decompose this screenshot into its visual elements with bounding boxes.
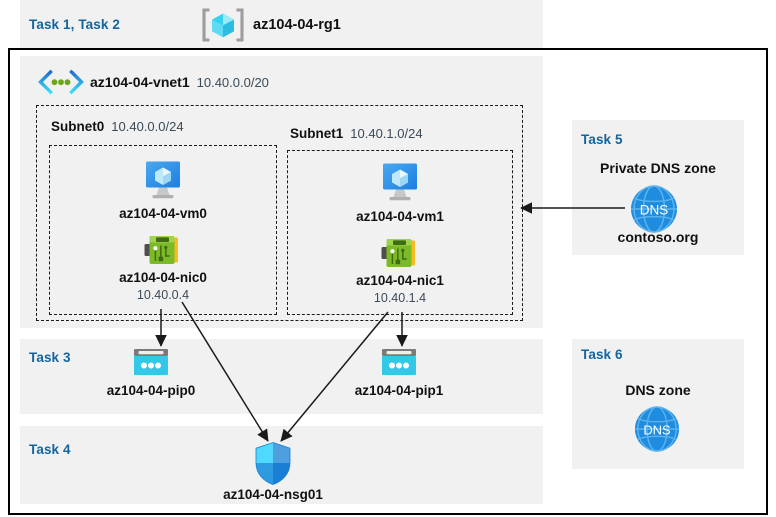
resource-group-header-band [20, 0, 543, 48]
vm0-name: az104-04-vm0 [119, 206, 207, 221]
vm1-name: az104-04-vm1 [356, 209, 444, 224]
subnet0-title-row: Subnet0 10.40.0.0/24 [51, 119, 184, 134]
vnet-cidr: 10.40.0.0/20 [196, 74, 269, 90]
virtual-network-icon [37, 69, 85, 95]
vnet-title-row: az104-04-vnet1 10.40.0.0/20 [90, 74, 269, 90]
nic1-ip: 10.40.1.4 [373, 291, 427, 305]
subnet0-cidr: 10.40.0.0/24 [111, 119, 184, 134]
pip0-name: az104-04-pip0 [106, 383, 196, 398]
dns-zone-icon: DNS [629, 184, 679, 234]
network-security-group-icon [253, 441, 293, 486]
subnet1-cidr: 10.40.1.0/24 [350, 126, 423, 141]
nic1-name: az104-04-nic1 [356, 273, 444, 288]
nic0-name: az104-04-nic0 [119, 270, 207, 285]
network-interface-icon [144, 234, 182, 266]
dns-zone-heading: DNS zone [625, 382, 691, 398]
subnet0-name: Subnet0 [51, 119, 105, 134]
task-label-3: Task 3 [29, 350, 71, 365]
private-dns-zone-heading: Private DNS zone [600, 160, 716, 176]
subnet1-title-row: Subnet1 10.40.1.0/24 [290, 126, 423, 141]
virtual-machine-icon [137, 160, 189, 202]
dns-zone-icon: DNS [633, 405, 681, 453]
virtual-machine-icon [374, 162, 426, 204]
pip1-name: az104-04-pip1 [354, 383, 444, 398]
task-label-6: Task 6 [581, 347, 623, 362]
svg-text:DNS: DNS [643, 422, 671, 437]
nsg-name: az104-04-nsg01 [223, 487, 323, 502]
vnet-panel [20, 56, 543, 328]
resource-group-icon [199, 8, 247, 42]
resource-group-boundary [8, 48, 768, 515]
network-interface-icon [381, 237, 419, 269]
task-label-1-2: Task 1, Task 2 [29, 17, 120, 32]
nic0-ip: 10.40.0.4 [136, 288, 190, 302]
vnet-name: az104-04-vnet1 [90, 74, 190, 90]
private-dns-zone-name: contoso.org [617, 229, 699, 245]
resource-group-name: az104-04-rg1 [253, 17, 341, 33]
task3-panel [20, 339, 543, 414]
subnet1-box [287, 150, 513, 315]
subnet1-name: Subnet1 [290, 126, 344, 141]
svg-text:DNS: DNS [640, 203, 669, 218]
public-ip-address-icon [381, 348, 417, 378]
public-ip-address-icon [133, 348, 169, 378]
task-label-5: Task 5 [581, 132, 623, 147]
subnet0-box [49, 145, 277, 315]
task-label-4: Task 4 [29, 442, 71, 457]
